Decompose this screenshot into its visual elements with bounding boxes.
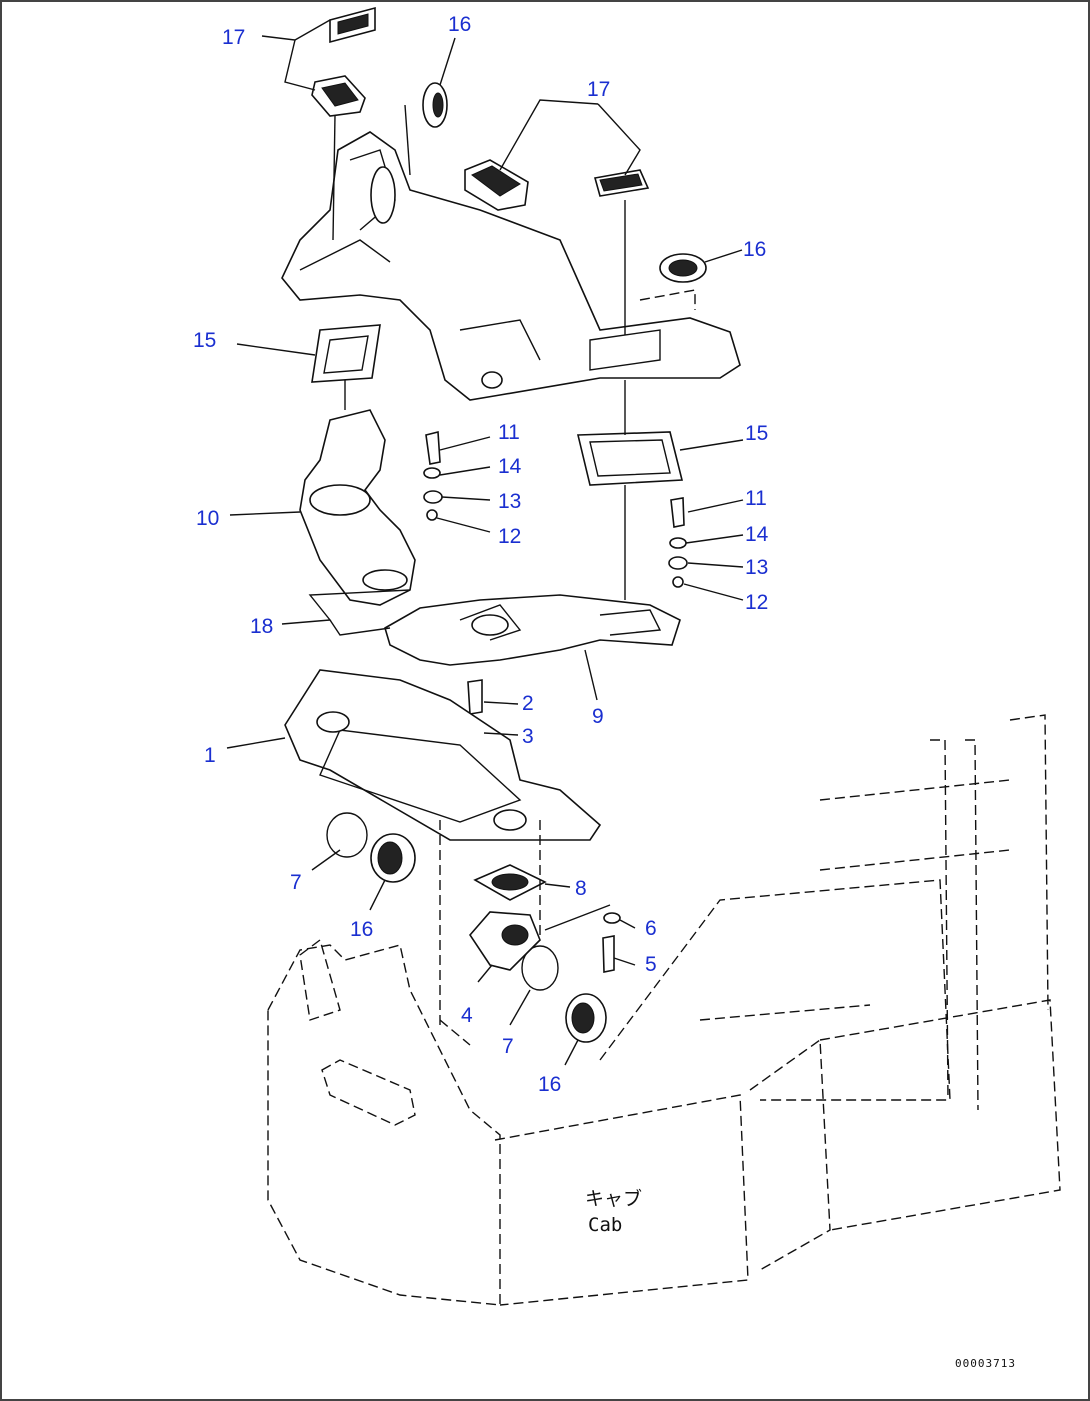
housing-4: [468, 911, 541, 971]
callout-7: 7: [502, 1035, 514, 1058]
callout-6: 6: [645, 917, 657, 940]
callout-5: 5: [645, 953, 657, 976]
callout-16: 16: [743, 238, 766, 261]
duct-10: [299, 409, 416, 606]
callout-7: 7: [290, 871, 302, 894]
callout-16: 16: [350, 918, 373, 941]
grille-17-d: [593, 169, 650, 197]
callout-10: 10: [196, 507, 219, 530]
callout-17: 17: [587, 78, 610, 101]
callout-17: 17: [222, 26, 245, 49]
ring-7-a: [326, 812, 368, 858]
callout-14: 14: [498, 455, 522, 478]
callout-9: 9: [592, 705, 604, 728]
vent-16-d: [565, 993, 607, 1043]
callout-15: 15: [193, 329, 216, 352]
callout-14: 14: [745, 523, 769, 546]
frame-15-b: [576, 431, 684, 486]
plate-1: [284, 669, 602, 841]
ring-7-b: [521, 945, 559, 991]
callout-11: 11: [745, 487, 767, 510]
cab-label-jp: キャブ: [585, 1187, 642, 1210]
vent-16-a: [422, 82, 448, 128]
cab-label: キャブ Cab: [585, 1187, 642, 1236]
duct-9: [384, 594, 681, 666]
callout-11: 11: [498, 421, 520, 444]
callout-3: 3: [522, 725, 534, 748]
grille-17-c: [464, 159, 529, 211]
fasteners: [423, 430, 688, 973]
callout-16: 16: [538, 1073, 561, 1096]
callout-8: 8: [575, 877, 587, 900]
vent-16-b: [659, 253, 707, 283]
callout-15: 15: [745, 422, 768, 445]
callout-4: 4: [461, 1004, 473, 1027]
callout-18: 18: [250, 615, 273, 638]
callout-13: 13: [498, 490, 521, 513]
callout-2: 2: [522, 692, 534, 715]
grille-17-a: [329, 6, 376, 44]
grille-17-b: [311, 75, 366, 117]
callout-16: 16: [448, 13, 471, 36]
callout-13: 13: [745, 556, 768, 579]
callout-1: 1: [204, 744, 216, 767]
callouts: 17 16 17 16 15 11 14 13 12 15 11 14 13 1…: [193, 13, 769, 1096]
vent-16-c: [370, 833, 416, 883]
callout-12: 12: [498, 525, 521, 548]
leader-lines: [226, 19, 744, 1066]
frame-15-a: [311, 324, 381, 383]
cab-label-en: Cab: [588, 1214, 622, 1236]
cab-body: [267, 714, 1061, 1306]
gasket-8: [473, 864, 547, 901]
callout-12: 12: [745, 591, 768, 614]
reference-code: 00003713: [955, 1357, 1016, 1370]
